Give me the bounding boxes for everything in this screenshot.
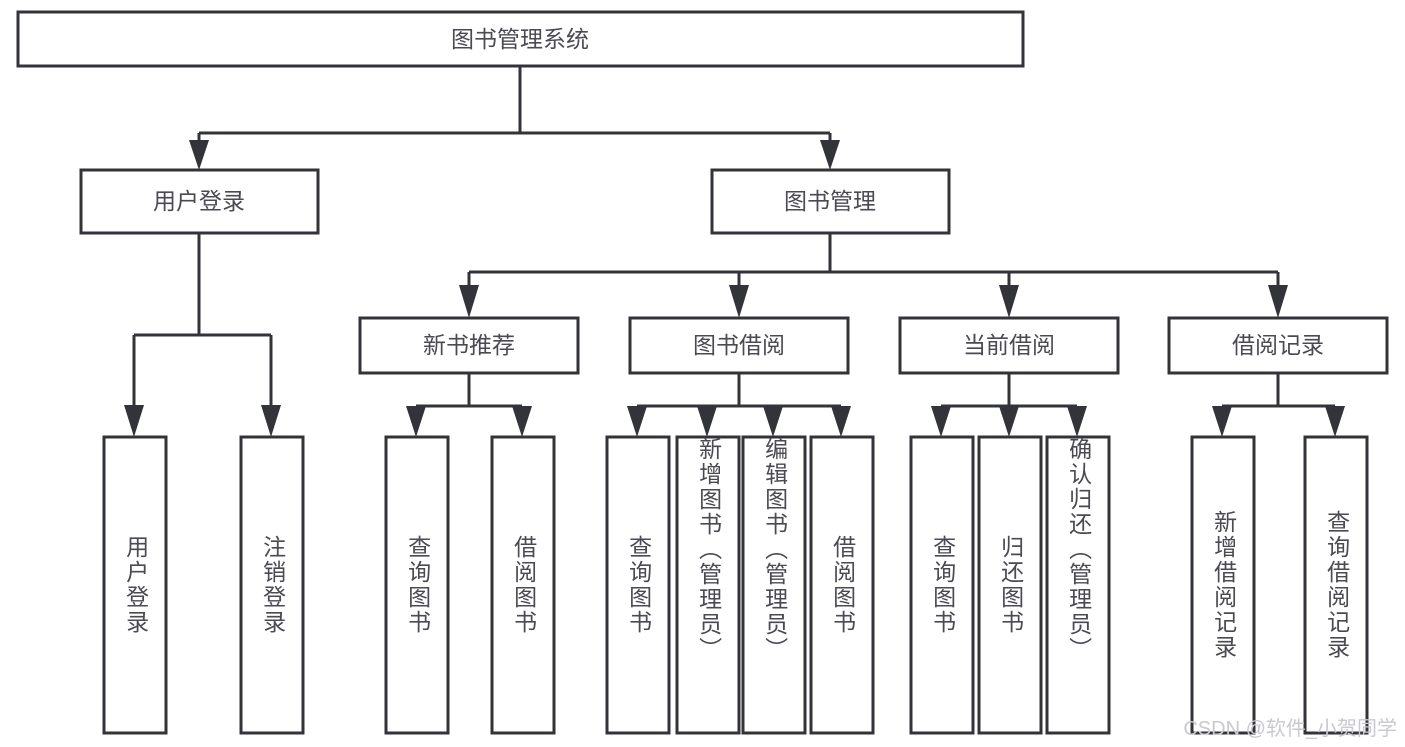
arrow-head-to-leaf-add-borrow-record xyxy=(1212,406,1232,437)
node-borrow-record-box xyxy=(1167,316,1389,375)
arrow-head-to-current-borrow xyxy=(999,285,1019,318)
leaf-query-borrow-record-box[interactable] xyxy=(1303,435,1369,735)
connector-new-book-recommend-to-leaves xyxy=(406,373,532,437)
node-root-system-label: 图书管理系统 xyxy=(451,26,589,52)
leaf-logout-login-box[interactable] xyxy=(239,435,305,735)
leaf-add-book-box[interactable] xyxy=(675,435,741,735)
connector-book-management-to-level3 xyxy=(459,233,1288,318)
arrow-head-to-borrow-record xyxy=(1268,285,1288,318)
node-book-borrow[interactable]: 图书借阅 xyxy=(628,316,850,375)
connector-book-borrow-to-leaves xyxy=(627,373,851,437)
node-current-borrow-label: 当前借阅 xyxy=(963,332,1055,358)
arrow-head-to-leaf-add-book xyxy=(697,406,717,437)
node-root-system[interactable]: 图书管理系统 xyxy=(16,10,1025,68)
arrow-head-to-leaf-query-book-3 xyxy=(931,406,951,437)
arrow-head-to-leaf-user-login xyxy=(124,405,144,437)
leaf-edit-book-box[interactable] xyxy=(741,435,807,735)
node-current-borrow-box xyxy=(898,316,1120,375)
connector-user-login-to-leaves xyxy=(124,233,281,437)
arrow-head-to-leaf-return-book xyxy=(999,406,1019,437)
leaf-query-book-2-box[interactable] xyxy=(605,435,671,735)
arrow-head-to-leaf-borrow-book-1 xyxy=(512,406,532,437)
arrow-head-to-user-login xyxy=(189,140,209,170)
node-book-management-label: 图书管理 xyxy=(784,188,876,214)
node-new-book-recommend-label: 新书推荐 xyxy=(423,332,515,358)
node-user-login-label: 用户登录 xyxy=(153,188,245,214)
arrow-head-to-new-book-recommend xyxy=(459,285,479,318)
leaf-user-login-box[interactable] xyxy=(102,435,168,735)
node-book-management[interactable]: 图书管理 xyxy=(710,168,951,235)
leaf-add-borrow-record-box[interactable] xyxy=(1190,435,1256,735)
arrow-head-to-leaf-query-book-1 xyxy=(406,406,426,437)
leaf-borrow-book-1-box[interactable] xyxy=(490,435,556,735)
leaf-return-book-box[interactable] xyxy=(977,435,1043,735)
leaf-confirm-return-box[interactable] xyxy=(1045,435,1111,735)
node-new-book-recommend-box xyxy=(358,316,580,375)
arrow-head-to-leaf-query-borrow-record xyxy=(1325,406,1345,437)
node-borrow-record[interactable]: 借阅记录 xyxy=(1167,316,1389,375)
node-root-system-box xyxy=(16,10,1025,68)
node-new-book-recommend[interactable]: 新书推荐 xyxy=(358,316,580,375)
arrow-head-to-book-borrow xyxy=(729,285,749,318)
arrow-head-to-leaf-borrow-book-2 xyxy=(831,406,851,437)
leaf-borrow-book-2-box[interactable] xyxy=(809,435,875,735)
arrow-head-to-book-management xyxy=(820,140,840,170)
leaf-query-book-3-box[interactable] xyxy=(909,435,975,735)
arrow-head-to-leaf-query-book-2 xyxy=(627,406,647,437)
node-borrow-record-label: 借阅记录 xyxy=(1232,332,1324,358)
node-book-borrow-box xyxy=(628,316,850,375)
watermark-label: CSDN @软件_小贺同学 xyxy=(1183,717,1397,740)
arrow-head-to-leaf-edit-book xyxy=(763,406,783,437)
connector-borrow-record-to-leaves xyxy=(1212,373,1345,437)
arrow-head-to-leaf-logout-login xyxy=(261,405,281,437)
connector-current-borrow-to-leaves xyxy=(931,373,1087,437)
arrow-head-to-leaf-confirm-return xyxy=(1067,406,1087,437)
node-user-login[interactable]: 用户登录 xyxy=(79,168,320,235)
leaf-query-book-1-box[interactable] xyxy=(384,435,450,735)
node-book-borrow-label: 图书借阅 xyxy=(693,332,785,358)
connector-root-to-level2 xyxy=(189,66,840,170)
node-book-management-box xyxy=(710,168,951,235)
node-current-borrow[interactable]: 当前借阅 xyxy=(898,316,1120,375)
